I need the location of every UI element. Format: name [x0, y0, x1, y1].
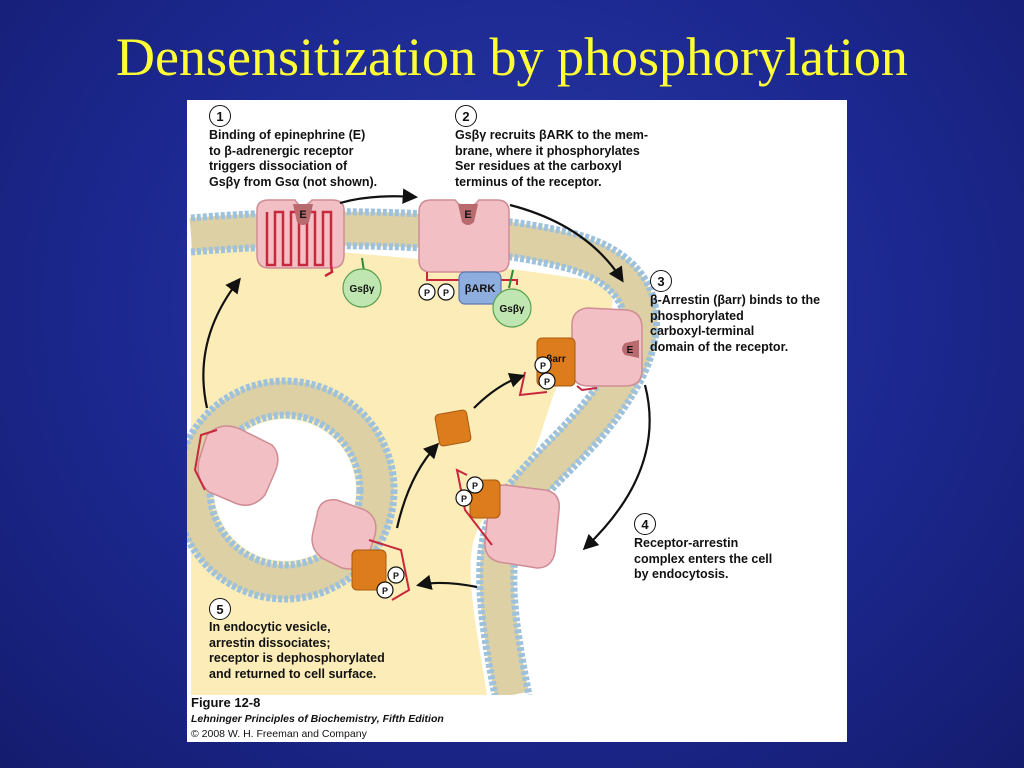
epinephrine-step2 [458, 204, 478, 225]
step-3-text: β-Arrestin (βarr) binds to the phosphory… [650, 293, 821, 354]
step-5-text: In endocytic vesicle, arrestin dissociat… [209, 620, 385, 681]
g-label-step2: Gsβγ [499, 304, 524, 315]
phosphate-step4-a [466, 476, 484, 494]
book-citation: Lehninger Principles of Biochemistry, Fi… [191, 713, 444, 725]
copyright-notice: © 2008 W. H. Freeman and Company [191, 728, 367, 740]
g-anchor-step2 [508, 269, 514, 289]
phosphate-label-vesicle-b: P [382, 586, 388, 596]
arrow-step1-to-step2 [339, 188, 419, 205]
receptor-step3 [571, 307, 643, 392]
epinephrine-label-step2: E [464, 209, 471, 221]
phosphate-vesicle-b [376, 581, 394, 599]
receptor-tail-vesicle [368, 539, 411, 601]
phosphate-step2-a [418, 283, 436, 301]
diagram-canvas: E Gsβγ E βARK P P Gsβγ E βarr P [187, 188, 660, 695]
phosphate-step2-b [437, 283, 455, 301]
phosphate-label-step2-a: P [424, 288, 430, 298]
phosphate-label-step3-a: P [540, 361, 546, 371]
bark-kinase [458, 271, 502, 305]
step-2-text: Gsβγ recruits βARK to the mem- brane, wh… [455, 128, 649, 189]
receptor-vesicle-left [193, 425, 279, 506]
step-1-text: Binding of epinephrine (E) to β-adrenerg… [209, 128, 378, 189]
epinephrine-step1 [293, 204, 313, 225]
epinephrine-label-step3: E [627, 345, 634, 356]
desensitization-figure: E Gsβγ E βARK P P Gsβγ E βarr P [187, 100, 847, 742]
phosphate-step3-b [538, 372, 556, 390]
phosphate-label-step2-b: P [443, 288, 449, 298]
phosphate-label-vesicle-a: P [393, 571, 399, 581]
epinephrine-step3 [622, 340, 639, 358]
arrow-step3-to-step4 [582, 384, 651, 551]
step-4-number: 4 [634, 513, 656, 535]
g-beta-gamma-step1 [342, 268, 382, 308]
step-1-number: 1 [209, 105, 231, 127]
bark-label: βARK [465, 283, 496, 295]
endocytic-vesicle [187, 381, 394, 599]
slide-title: Densensitization by phosphorylation [116, 27, 908, 87]
phosphate-vesicle-a [387, 566, 405, 584]
epinephrine-label-step1: E [299, 209, 306, 221]
phosphate-step4-b [455, 489, 473, 507]
arrow-step4-to-step5 [415, 574, 478, 590]
step-4-text: Receptor-arrestin complex enters the cel… [634, 536, 773, 581]
step-2-number: 2 [455, 105, 477, 127]
arrestin-label-step3: βarr [546, 354, 566, 365]
vesicle-outer-leaflet [187, 377, 398, 603]
figure-caption: Figure 12-8 [191, 695, 261, 710]
phosphate-label-step3-b: P [544, 377, 550, 387]
arrow-return-to-surface [202, 277, 241, 409]
arrow-step2-to-step3 [509, 203, 624, 283]
step-5-number: 5 [209, 598, 231, 620]
g-beta-gamma-step2 [492, 288, 532, 328]
g-label-step1: Gsβγ [349, 284, 374, 295]
phosphate-step3-a [534, 356, 552, 374]
phosphate-label-step4-b: P [461, 494, 467, 504]
step-3-number: 3 [650, 270, 672, 292]
phosphate-label-step4-a: P [472, 481, 478, 491]
arrow-arrestin-recycle [473, 372, 525, 409]
arrestin-vesicle [351, 549, 387, 591]
free-arrestin [434, 409, 472, 447]
arrow-arrestin-release [395, 442, 440, 529]
